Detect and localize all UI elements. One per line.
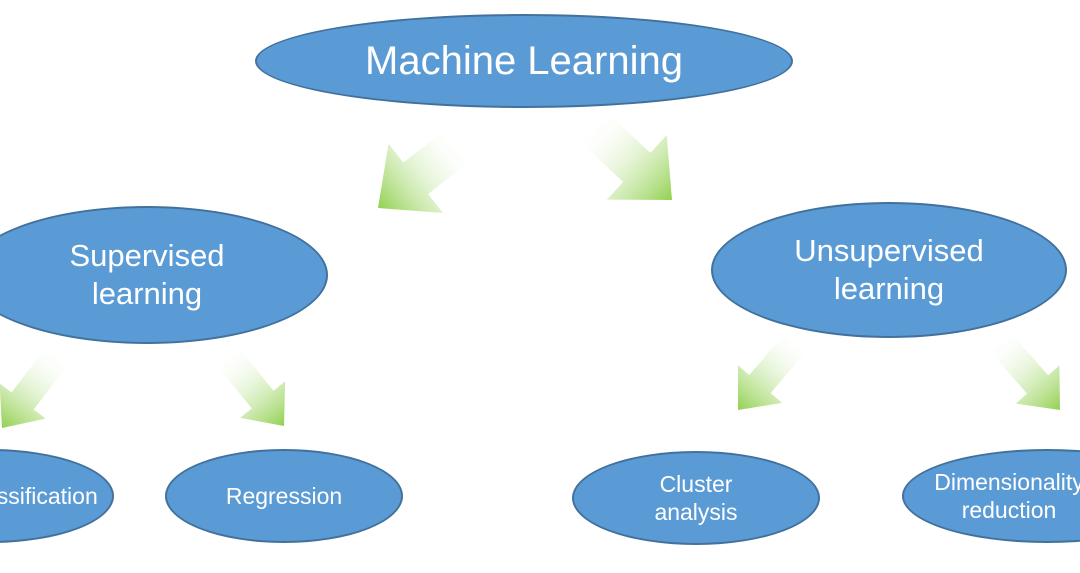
arrow-to-supervised bbox=[377, 126, 475, 213]
dimensionality-reduction-label: Dimensionality reduction bbox=[934, 468, 1080, 523]
cluster-analysis-node: Cluster analysis bbox=[572, 451, 820, 545]
cluster-analysis-label: Cluster analysis bbox=[654, 470, 738, 525]
supervised-learning-label: Supervised learning bbox=[69, 238, 225, 311]
machine-learning-node: Machine Learning bbox=[255, 14, 793, 108]
supervised-learning-node: Supervised learning bbox=[0, 206, 328, 344]
classification-label: Classification bbox=[0, 482, 98, 509]
arrow-to-unsupervised bbox=[576, 109, 672, 200]
arrow-to-classification bbox=[0, 343, 72, 428]
unsupervised-learning-node: Unsupervised learning bbox=[711, 202, 1067, 338]
regression-label: Regression bbox=[225, 482, 343, 509]
unsupervised-learning-label: Unsupervised learning bbox=[794, 233, 984, 306]
regression-node: Regression bbox=[165, 449, 403, 543]
arrow-to-regression bbox=[213, 343, 286, 426]
arrow-to-dimensionality-reduction bbox=[985, 327, 1060, 410]
arrow-to-cluster-analysis bbox=[737, 327, 811, 411]
machine-learning-label: Machine Learning bbox=[365, 38, 683, 83]
